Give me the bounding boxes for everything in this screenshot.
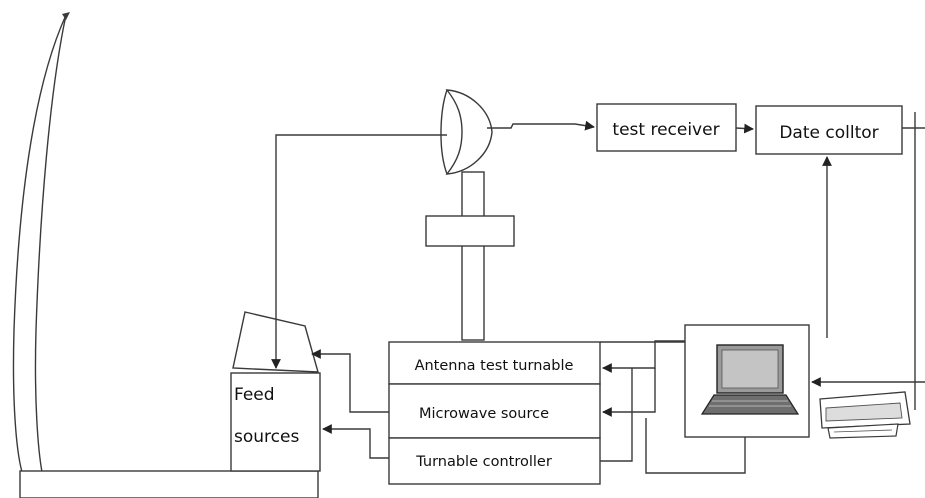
connector-microwave-to-feed: [311, 349, 389, 413]
connector-controller-to-turntable: [600, 368, 633, 462]
feed-sources-box: [230, 372, 321, 472]
antenna-turntable-label: Antenna test turnable: [415, 358, 574, 374]
connector-dish-to-feed: [271, 134, 447, 369]
microwave-source-box: [388, 383, 601, 439]
connector-controller-to-feed: [322, 424, 389, 459]
feed-sources-label-line1: Feed: [234, 385, 275, 405]
connector-dish-to-receiver: [487, 120, 595, 131]
microwave-source-label: Microwave source: [419, 406, 549, 422]
data-collector-label: Date colltor: [779, 123, 878, 143]
printer-icon: [819, 391, 911, 439]
data-collector-box: [755, 105, 903, 155]
feed-sources-label-line2: sources: [234, 427, 299, 447]
base-platform: [19, 470, 319, 498]
parabolic-reflector-icon: [12, 12, 70, 473]
connector-computer-to-microwave: [602, 368, 656, 417]
turntable-controller-box: [388, 437, 601, 485]
test-receiver-box: [596, 103, 737, 152]
connector-computer-to-turntable: [602, 340, 685, 373]
laptop-computer-icon: [700, 344, 800, 415]
turntable-controller-label: Turnable controller: [415, 454, 552, 470]
test-receiver-label: test receiver: [612, 120, 719, 140]
connector-receiver-to-collector: [735, 123, 754, 134]
dish-antenna-icon: [425, 89, 515, 341]
connector-computer-bottom: [645, 418, 746, 474]
